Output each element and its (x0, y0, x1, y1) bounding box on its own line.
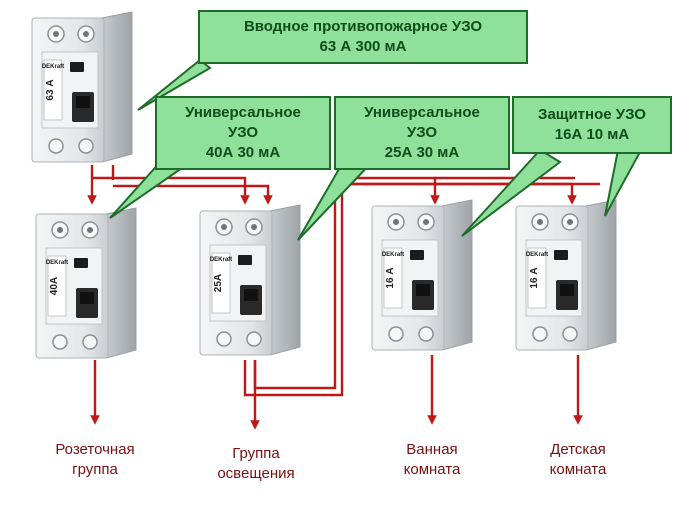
callout-u25-line2: УЗО (406, 124, 438, 141)
breaker-rating-label: 25А (213, 274, 224, 292)
terminal-screw-center (567, 219, 573, 225)
output-label-sockets: Розеточная группа (32, 440, 158, 480)
callout-u40-line2: УЗО (227, 124, 259, 141)
test-button-icon (74, 258, 88, 268)
output-nursery-line2: комната (549, 461, 607, 478)
terminal-screw-center (221, 224, 227, 230)
terminal-screw-icon (388, 326, 404, 342)
breaker-brand-label: DEKraft (526, 252, 548, 258)
rcd-breaker-b16b: 16 А DEKraft (515, 199, 617, 351)
rcd-breaker-b16a: 16 А DEKraft (371, 199, 473, 351)
rating-label-strip (47, 255, 67, 317)
terminal-screw-icon (52, 334, 68, 350)
terminal-screw-icon (48, 138, 64, 154)
output-lighting-line1: Группа (232, 445, 280, 462)
callout-main-line2: 63 А 300 мА (319, 38, 407, 55)
bus-wire-lower (113, 184, 273, 205)
breaker-brand-label: DEKraft (210, 257, 232, 263)
breaker-side (585, 199, 617, 351)
toggle-lever-handle (416, 284, 430, 296)
rating-label-strip (383, 247, 403, 309)
rating-label-strip (43, 59, 63, 121)
terminal-screw-icon (246, 331, 262, 347)
terminal-screw-center (57, 227, 63, 233)
terminal-screw-icon (216, 331, 232, 347)
rcd-breaker-b25: 25А DEKraft (199, 204, 301, 356)
bus-wire-upper (92, 176, 250, 205)
terminal-screw-icon (418, 326, 434, 342)
callout-p16-line2: 16А 10 мА (554, 126, 630, 143)
pointer-p16a (461, 148, 562, 237)
breaker-rating-label: 40А (49, 277, 60, 295)
callout-u25-line3: 25А 30 мА (384, 144, 460, 161)
breaker-rating-label: 16 А (385, 267, 396, 288)
terminal-screw-icon (78, 138, 94, 154)
breaker-side (269, 204, 301, 356)
output-bathroom-line2: комната (403, 461, 461, 478)
terminal-screw-center (251, 224, 257, 230)
callout-main-rcd: Вводное противопожарное УЗО 63 А 300 мА (198, 10, 528, 64)
breaker-rating-label: 63 А (45, 79, 56, 100)
test-button-icon (410, 250, 424, 260)
toggle-lever-handle (80, 292, 94, 304)
callout-protective-16a: Защитное УЗО 16А 10 мА (512, 96, 672, 154)
rating-label-strip (211, 252, 231, 314)
toggle-lever-handle (76, 96, 90, 108)
output-label-bathroom: Ванная комната (380, 440, 484, 480)
terminal-screw-center (393, 219, 399, 225)
callout-universal-25a: Универсальное УЗО 25А 30 мА (334, 96, 510, 170)
breakers: 63 А DEKraft 40А DEKraft 25А DEKraft 16 А DEKra… (31, 11, 617, 359)
test-button-icon (70, 62, 84, 72)
breaker-brand-label: DEKraft (42, 64, 64, 70)
test-button-icon (554, 250, 568, 260)
terminal-screw-center (53, 31, 59, 37)
breaker-side (441, 199, 473, 351)
output-bathroom-line1: Ванная (406, 441, 458, 458)
output-sockets-line2: группа (72, 461, 118, 478)
breaker-brand-label: DEKraft (382, 252, 404, 258)
terminal-screw-icon (82, 334, 98, 350)
callout-u40-line3: 40А 30 мА (205, 144, 281, 161)
toggle-lever-handle (244, 289, 258, 301)
output-label-lighting: Группа освещения (196, 444, 316, 484)
pointer-p16b (604, 148, 642, 217)
terminal-screw-center (83, 31, 89, 37)
output-nursery-line1: Детская (550, 441, 606, 458)
output-sockets-line1: Розеточная (55, 441, 135, 458)
breaker-rating-label: 16 А (529, 267, 540, 288)
rating-label-strip (527, 247, 547, 309)
output-lighting-line2: освещения (217, 465, 295, 482)
feed-wire-16a-b (243, 182, 577, 397)
rcd-breaker-b40: 40А DEKraft (35, 207, 137, 359)
breaker-side (105, 207, 137, 359)
toggle-lever-handle (560, 284, 574, 296)
callout-p16-line1: Защитное УЗО (538, 106, 646, 123)
output-label-nursery: Детская комната (526, 440, 630, 480)
terminal-screw-center (423, 219, 429, 225)
breaker-side (101, 11, 133, 163)
callout-u25-line1: Универсальное (364, 104, 480, 121)
rcd-breaker-main: 63 А DEKraft (31, 11, 133, 163)
test-button-icon (238, 255, 252, 265)
terminal-screw-icon (532, 326, 548, 342)
terminal-screw-icon (562, 326, 578, 342)
breaker-brand-label: DEKraft (46, 260, 68, 266)
terminal-screw-center (87, 227, 93, 233)
terminal-screw-center (537, 219, 543, 225)
callout-u40-line1: Универсальное (185, 104, 301, 121)
callout-universal-40a: Универсальное УЗО 40А 30 мА (155, 96, 331, 170)
callout-main-line1: Вводное противопожарное УЗО (243, 18, 483, 35)
wiring (87, 165, 600, 430)
